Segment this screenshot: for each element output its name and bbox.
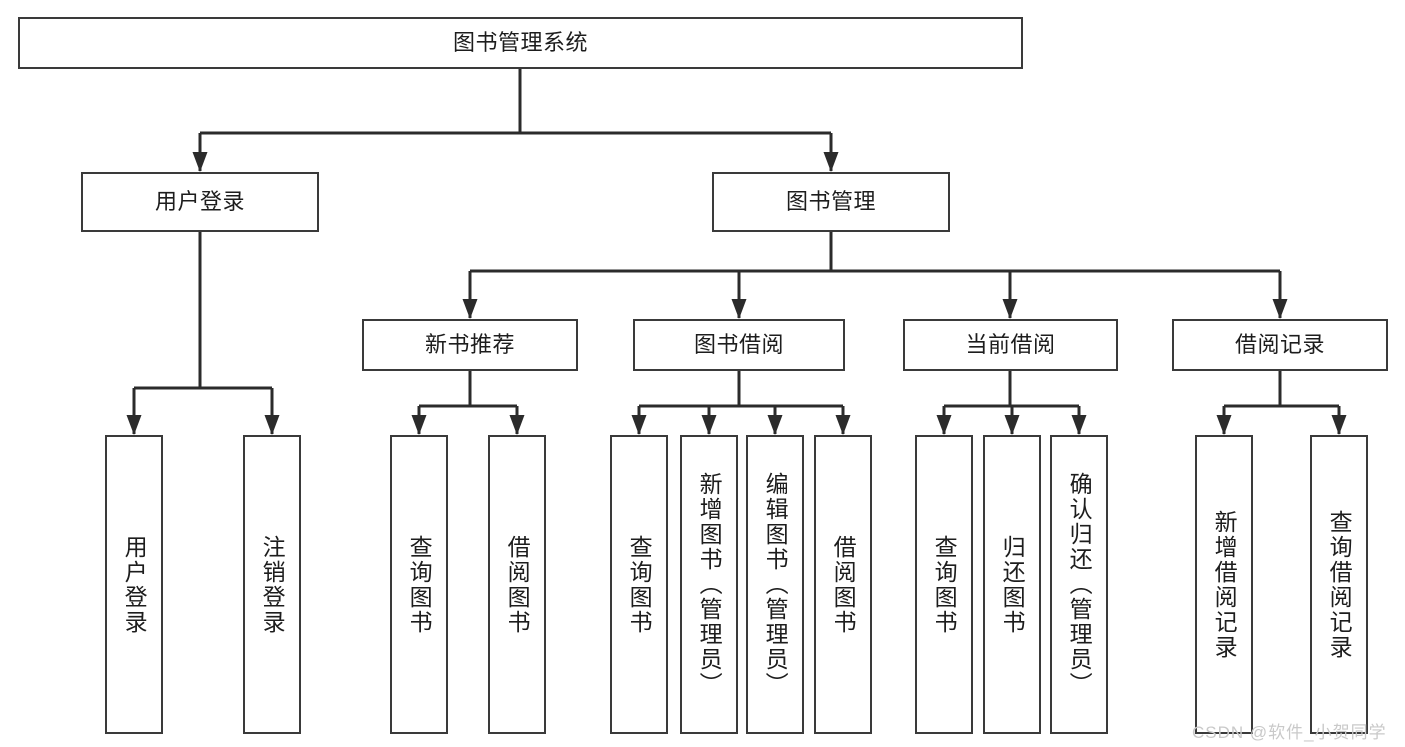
node-leaf-logout[interactable]: 注销登录 xyxy=(243,435,301,734)
arrow-icon-newbook-to-leaves-1 xyxy=(509,415,525,435)
node-label-borrow-record: 借阅记录 xyxy=(1234,332,1325,358)
node-leaf-borrow-book-1[interactable]: 借阅图书 xyxy=(488,435,546,734)
node-label-new-book-rec: 新书推荐 xyxy=(424,332,515,358)
node-new-book-rec[interactable]: 新书推荐 xyxy=(362,319,578,371)
arrow-icon-userlogin-to-leaves-1 xyxy=(264,415,280,435)
arrow-icon-bookborrow-to-leaves-3 xyxy=(835,415,851,435)
arrow-icon-bookmanage-to-level2-3 xyxy=(1272,299,1288,319)
arrow-icon-currentborrow-to-leaves-0 xyxy=(936,415,952,435)
arrow-icon-bookborrow-to-leaves-1 xyxy=(701,415,717,435)
arrow-icon-userlogin-to-leaves-0 xyxy=(126,415,142,435)
node-label-leaf-edit-book: 编辑图书（管理员） xyxy=(762,472,789,697)
arrow-icon-bookmanage-to-level2-0 xyxy=(462,299,478,319)
node-label-leaf-add-book: 新增图书（管理员） xyxy=(696,472,723,697)
node-label-leaf-borrow-book-2: 借阅图书 xyxy=(830,534,857,635)
node-label-leaf-return-book: 归还图书 xyxy=(999,534,1026,635)
node-label-leaf-logout: 注销登录 xyxy=(259,534,286,635)
arrow-icon-bookborrow-to-leaves-0 xyxy=(631,415,647,435)
node-leaf-query-record[interactable]: 查询借阅记录 xyxy=(1310,435,1368,734)
node-leaf-confirm-ret[interactable]: 确认归还（管理员） xyxy=(1050,435,1108,734)
node-user-login[interactable]: 用户登录 xyxy=(81,172,319,232)
node-leaf-borrow-book-2[interactable]: 借阅图书 xyxy=(814,435,872,734)
arrow-icon-newbook-to-leaves-0 xyxy=(411,415,427,435)
node-label-leaf-query-record: 查询借阅记录 xyxy=(1326,509,1353,660)
node-leaf-return-book[interactable]: 归还图书 xyxy=(983,435,1041,734)
node-label-leaf-user-login: 用户登录 xyxy=(121,534,148,635)
arrow-icon-bookmanage-to-level2-1 xyxy=(731,299,747,319)
arrow-icon-root-to-level1-1 xyxy=(823,152,839,172)
arrow-icon-borrowrecord-to-leaves-0 xyxy=(1216,415,1232,435)
arrow-icon-currentborrow-to-leaves-1 xyxy=(1004,415,1020,435)
arrow-icon-root-to-level1-0 xyxy=(192,152,208,172)
node-leaf-edit-book[interactable]: 编辑图书（管理员） xyxy=(746,435,804,734)
arrow-icon-bookborrow-to-leaves-2 xyxy=(767,415,783,435)
node-label-book-borrow: 图书借阅 xyxy=(693,332,784,358)
node-label-book-manage: 图书管理 xyxy=(785,189,876,215)
node-book-manage[interactable]: 图书管理 xyxy=(712,172,950,232)
node-label-leaf-query-book-3: 查询图书 xyxy=(931,534,958,635)
node-book-borrow[interactable]: 图书借阅 xyxy=(633,319,845,371)
node-label-leaf-add-record: 新增借阅记录 xyxy=(1211,509,1238,660)
arrow-icon-borrowrecord-to-leaves-1 xyxy=(1331,415,1347,435)
node-leaf-query-book-2[interactable]: 查询图书 xyxy=(610,435,668,734)
node-leaf-add-book[interactable]: 新增图书（管理员） xyxy=(680,435,738,734)
node-label-leaf-query-book-1: 查询图书 xyxy=(406,534,433,635)
node-root[interactable]: 图书管理系统 xyxy=(18,17,1023,69)
node-current-borrow[interactable]: 当前借阅 xyxy=(903,319,1118,371)
node-label-root: 图书管理系统 xyxy=(452,30,588,56)
node-label-leaf-confirm-ret: 确认归还（管理员） xyxy=(1066,472,1093,697)
node-leaf-query-book-3[interactable]: 查询图书 xyxy=(915,435,973,734)
node-label-current-borrow: 当前借阅 xyxy=(965,332,1056,358)
csdn-watermark: CSDN @软件_小贺同学 xyxy=(1192,723,1387,742)
arrow-icon-bookmanage-to-level2-2 xyxy=(1002,299,1018,319)
node-label-user-login: 用户登录 xyxy=(154,189,245,215)
node-leaf-query-book-1[interactable]: 查询图书 xyxy=(390,435,448,734)
node-label-leaf-borrow-book-1: 借阅图书 xyxy=(504,534,531,635)
node-leaf-user-login[interactable]: 用户登录 xyxy=(105,435,163,734)
node-leaf-add-record[interactable]: 新增借阅记录 xyxy=(1195,435,1253,734)
node-label-leaf-query-book-2: 查询图书 xyxy=(626,534,653,635)
arrow-icon-currentborrow-to-leaves-2 xyxy=(1071,415,1087,435)
node-borrow-record[interactable]: 借阅记录 xyxy=(1172,319,1388,371)
